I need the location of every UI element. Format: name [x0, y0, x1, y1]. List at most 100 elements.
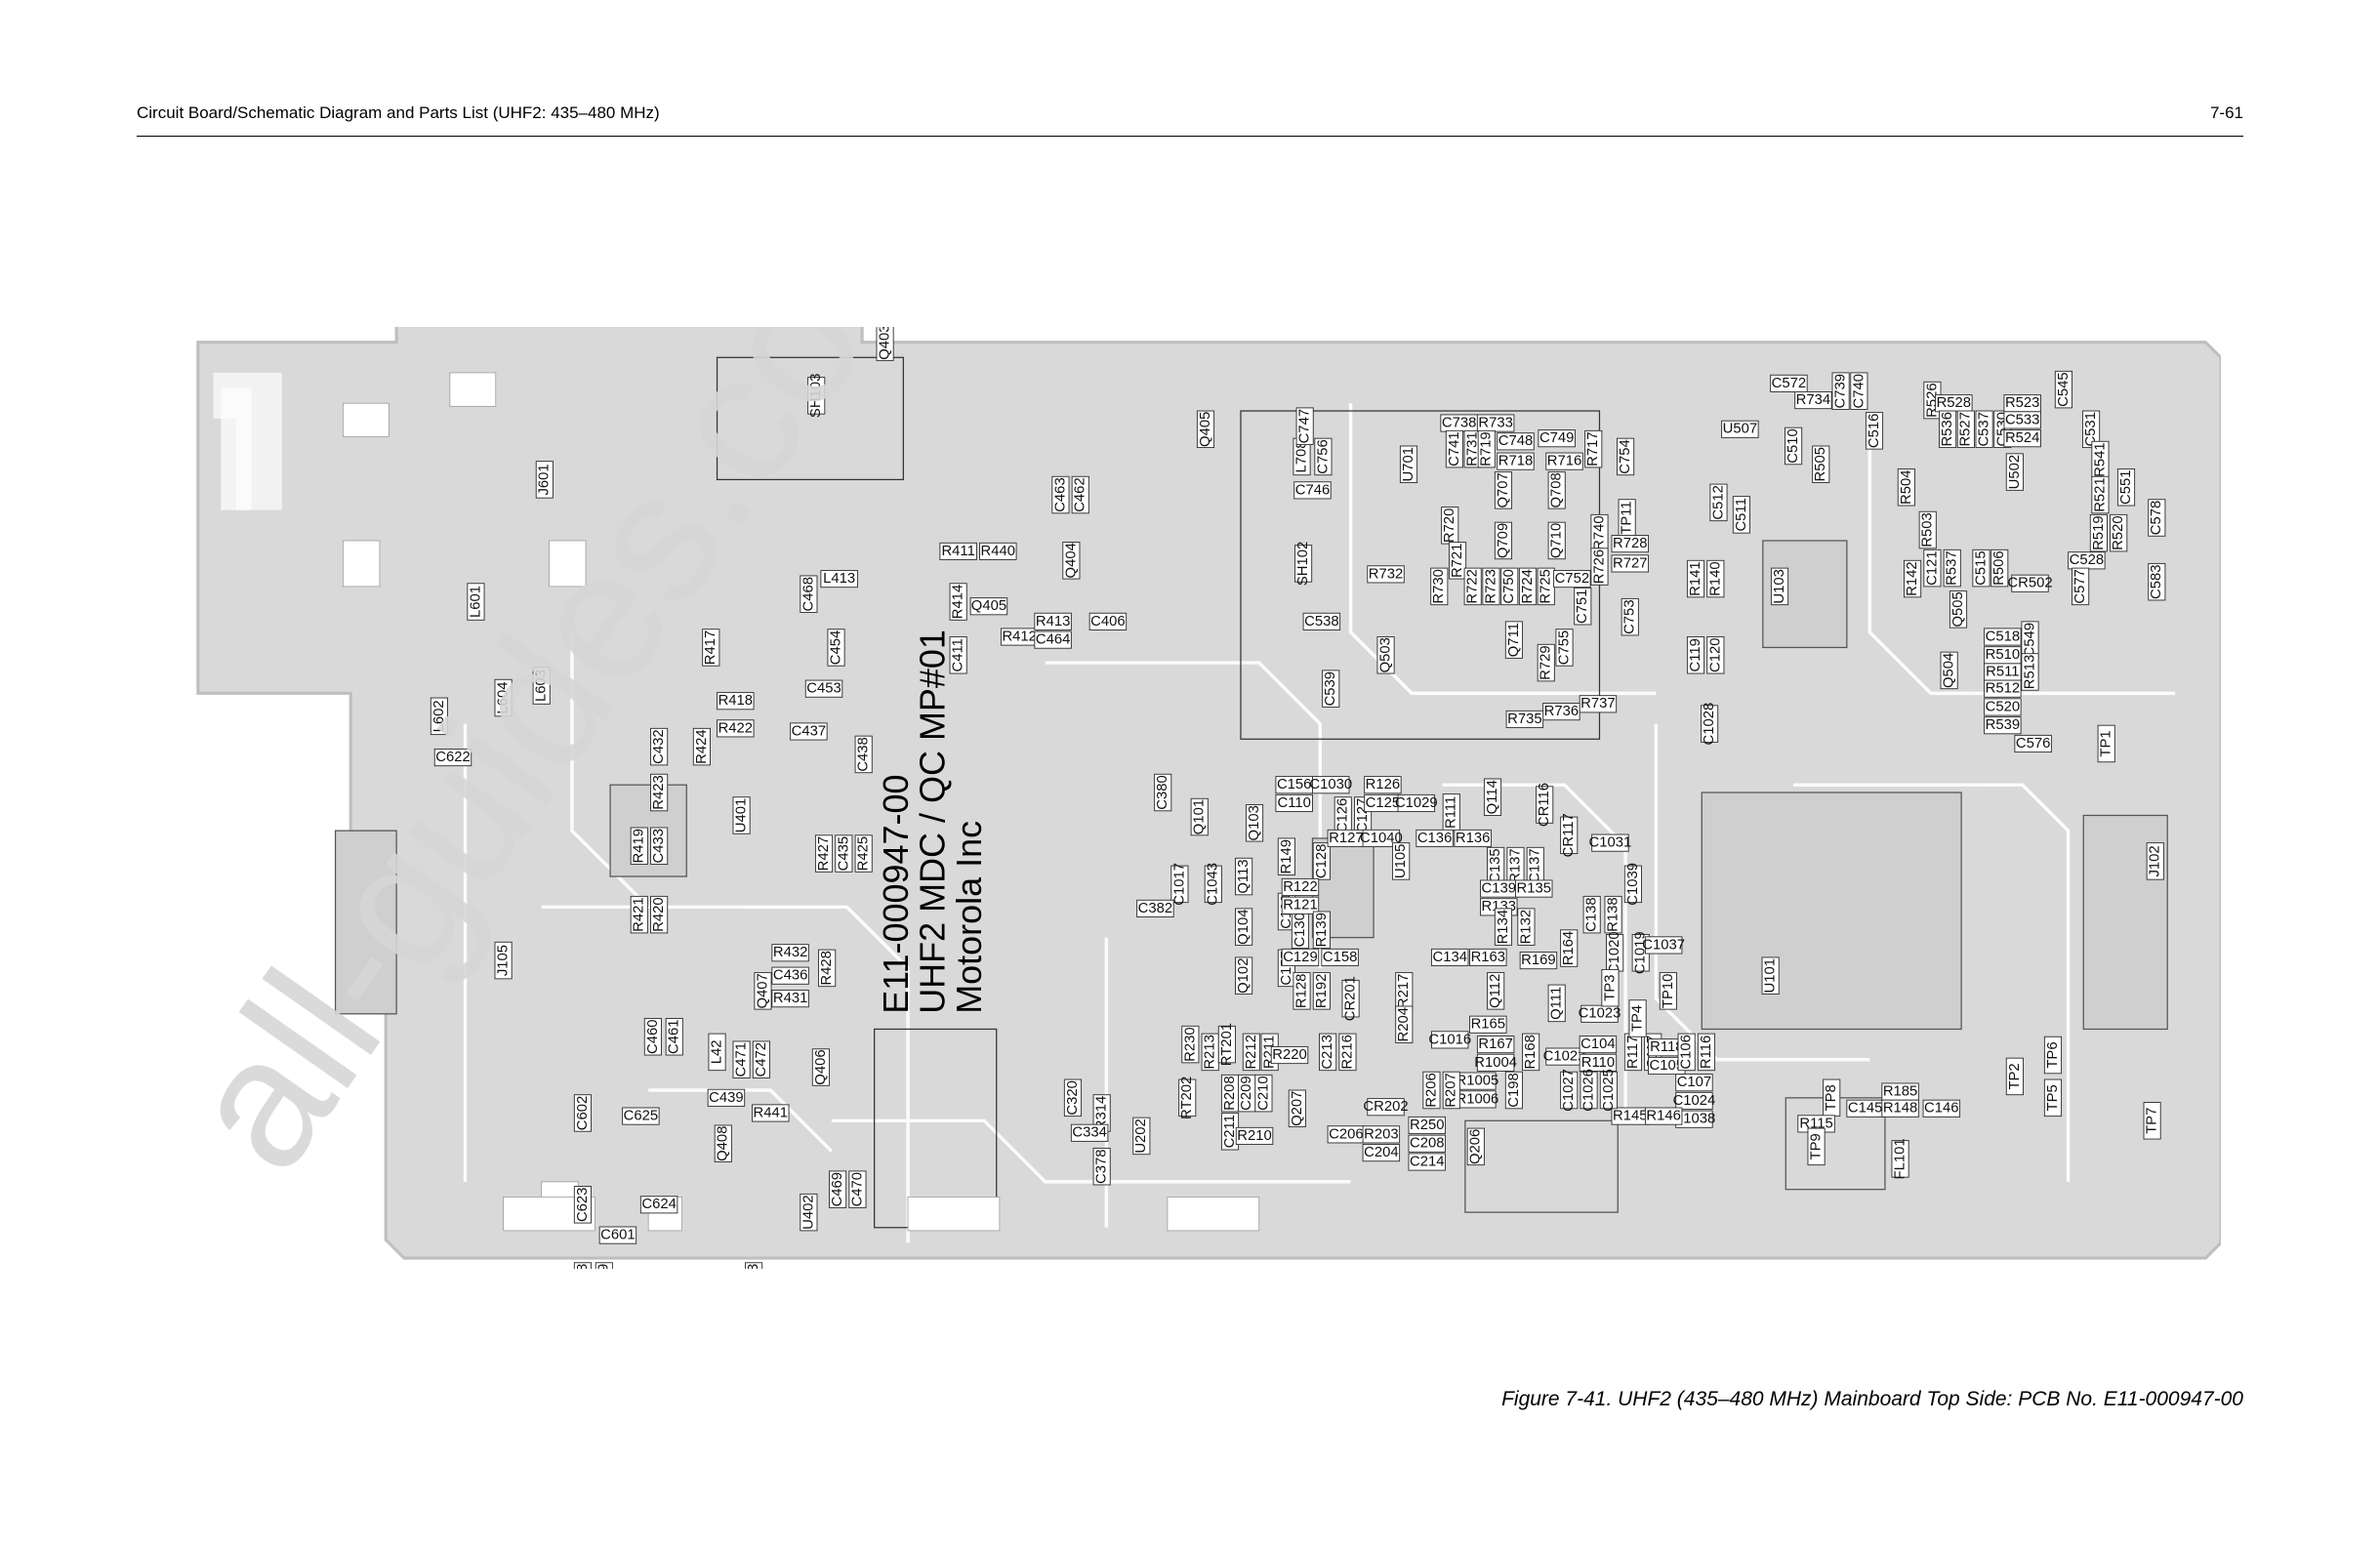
- component-ref-label: L603: [534, 670, 550, 702]
- component-r719: R719: [1477, 429, 1496, 468]
- component-ref-label: C454: [828, 630, 843, 666]
- component-c512: C512: [1709, 483, 1728, 522]
- component-c510: C510: [1785, 427, 1803, 466]
- component-ref-label: L42: [709, 1040, 724, 1065]
- component-outline: [1312, 842, 1331, 880]
- component-r724: R724: [1518, 567, 1538, 606]
- component-outline: [650, 727, 669, 766]
- component-r718: R718: [1497, 452, 1535, 470]
- component-ref-label: R727: [1613, 555, 1647, 571]
- component-c1026: C1026: [1580, 1069, 1598, 1112]
- component-q113: Q113: [1235, 857, 1253, 896]
- component-ref-label: C120: [1707, 638, 1723, 673]
- component-outline: [1644, 1107, 1683, 1125]
- component-c624: C624: [639, 1196, 678, 1214]
- component-r513: R513: [2021, 653, 2039, 691]
- component-outline: [1275, 793, 1313, 813]
- component-outline: [2143, 1102, 2161, 1140]
- component-ref-label: R427: [816, 836, 832, 872]
- component-tp6: TP6: [2043, 1036, 2063, 1075]
- component-outline: [1314, 437, 1333, 476]
- component-r192: R192: [1312, 972, 1331, 1010]
- component-r504: R504: [1897, 467, 1915, 507]
- component-outline: [494, 941, 513, 980]
- component-q505: Q505: [1949, 590, 1968, 629]
- component-ref-label: J601: [537, 464, 553, 495]
- component-c436: C436: [771, 966, 809, 985]
- component-c516: C516: [1865, 412, 1884, 450]
- component-outline: [732, 1040, 751, 1078]
- component-ref-label: C747: [1297, 409, 1313, 444]
- component-ref-label: Q503: [1377, 637, 1393, 672]
- component-r212: R212: [1242, 1033, 1260, 1072]
- component-r523: R523: [2003, 394, 2041, 413]
- component-ref-label: C1040: [1360, 831, 1403, 846]
- component-r721: R721: [1448, 542, 1467, 580]
- component-ref-label: R720: [1442, 508, 1457, 544]
- component-outline: [1281, 896, 1320, 914]
- component-ref-label: R138: [1605, 897, 1621, 932]
- component-ref-label: Q101: [1192, 799, 1208, 834]
- component-ref-label: R523: [2005, 395, 2039, 411]
- component-ref-label: R128: [1293, 974, 1309, 1009]
- component-outline: [1270, 1045, 1309, 1065]
- component-ref-label: J102: [2148, 845, 2163, 876]
- component-outline: [1416, 829, 1454, 848]
- component-ref-label: C1016: [1428, 1032, 1471, 1047]
- component-ref-label: C453: [806, 681, 841, 697]
- component-u101: U101: [1761, 956, 1780, 995]
- component-r725: R725: [1537, 567, 1555, 606]
- component-cr201: CR201: [1341, 976, 1360, 1021]
- component-outline: [1865, 412, 1884, 450]
- component-outline: [1397, 793, 1436, 813]
- component-q404: Q404: [1062, 542, 1081, 580]
- component-ref-label: R521: [2092, 477, 2108, 512]
- component-ref-label: R140: [1707, 561, 1723, 596]
- component-c198: C198: [1504, 1071, 1523, 1110]
- component-outline: [752, 1040, 770, 1078]
- component-ref-label: R110: [1581, 1055, 1615, 1071]
- component-c533: C533: [2003, 411, 2041, 429]
- component-r734: R734: [1794, 391, 1832, 410]
- component-r425: R425: [854, 834, 873, 873]
- component-ref-label: C460: [645, 1020, 661, 1055]
- component-outline: [1408, 1134, 1447, 1153]
- component-outline: [1469, 948, 1507, 967]
- component-ref-label: Q111: [1549, 987, 1565, 1020]
- component-outline: [1293, 972, 1311, 1010]
- component-r169: R169: [1519, 951, 1558, 970]
- component-c1022: C1022: [1543, 1047, 1585, 1066]
- component-ref-label: U202: [1133, 1118, 1149, 1154]
- component-outline: [1288, 1089, 1306, 1128]
- component-ref-label: C578: [2149, 501, 2164, 536]
- component-ref-label: C137: [1528, 848, 1543, 883]
- component-outline: [1454, 829, 1492, 848]
- component-outline: [573, 1186, 592, 1224]
- component-ref-label: C214: [1410, 1154, 1444, 1169]
- component-ref-label: R424: [694, 729, 710, 764]
- component-c460: C460: [643, 1018, 662, 1056]
- component-j601: J601: [535, 461, 554, 499]
- component-r722: R722: [1463, 567, 1482, 606]
- component-outline: [532, 667, 551, 705]
- component-c121: C121: [1923, 549, 1942, 588]
- component-l602: L602: [430, 697, 448, 736]
- component-ref-label: C469: [830, 1172, 845, 1207]
- component-ref-label: R165: [1471, 1017, 1505, 1033]
- component-ref-label: C1020: [1607, 931, 1622, 974]
- component-ref-label: Q103: [1247, 805, 1262, 840]
- component-ref-label: R148: [1883, 1101, 1917, 1117]
- component-ref-label: C135: [1488, 848, 1503, 883]
- component-ref-label: R134: [1496, 910, 1511, 945]
- component-outline: [1362, 829, 1401, 848]
- component-r412: R412: [1000, 628, 1039, 646]
- component-c551: C551: [2116, 467, 2136, 507]
- header-rule: [137, 136, 2243, 137]
- component-outline: [1469, 1015, 1507, 1034]
- component-ref-label: R730: [1431, 569, 1447, 604]
- component-r527: R527: [1956, 410, 1975, 449]
- component-c1043: C1043: [1204, 863, 1222, 906]
- component-ref-label: C382: [1138, 901, 1172, 916]
- component-outline: [771, 944, 809, 962]
- component-outline: [790, 722, 828, 741]
